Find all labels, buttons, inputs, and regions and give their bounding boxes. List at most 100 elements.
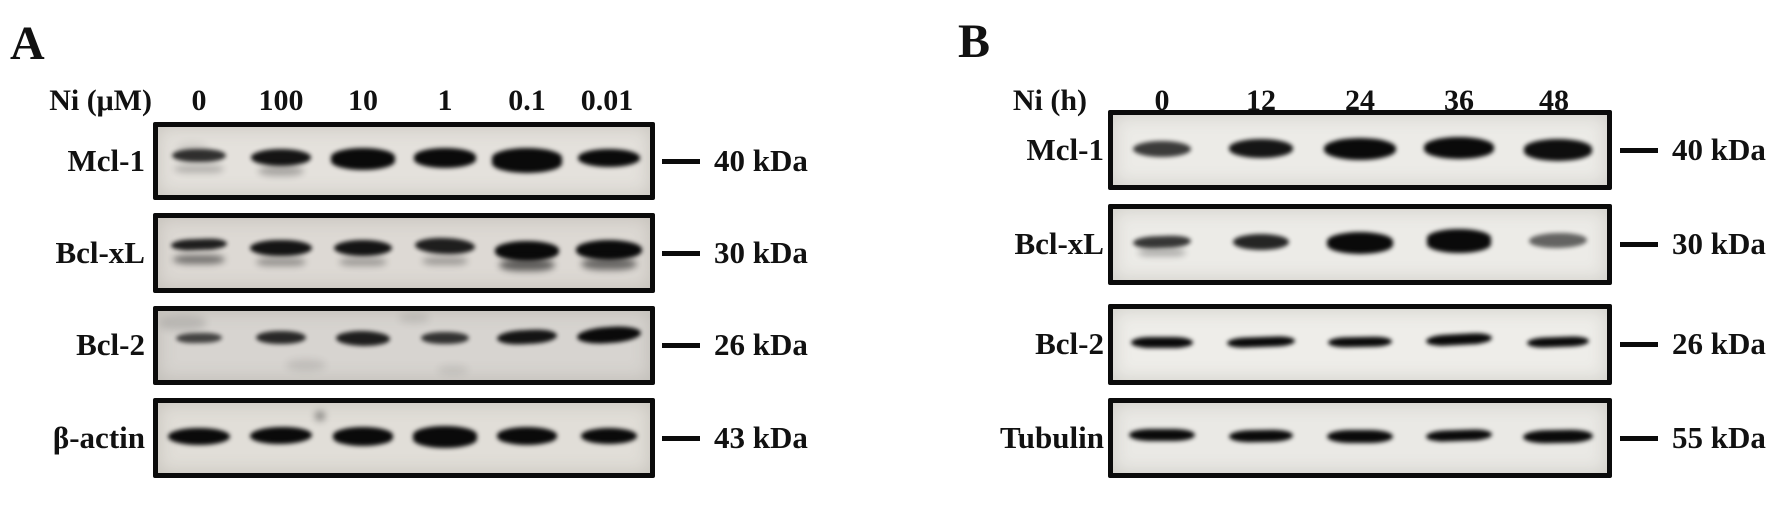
protein-label-mcl1-b: Mcl-1	[1026, 132, 1104, 167]
marker-dash	[662, 159, 700, 164]
blot-band	[256, 331, 306, 344]
blot-band	[334, 240, 392, 256]
protein-label-tubulin-b: Tubulin	[999, 420, 1104, 455]
blot-band	[1425, 428, 1492, 442]
blot-band	[170, 237, 228, 251]
blot-band	[1138, 249, 1187, 256]
blot-band	[495, 241, 559, 261]
blot-box-B-2	[1108, 204, 1612, 285]
blot-band	[1327, 231, 1393, 254]
marker-dash	[662, 251, 700, 256]
blot-band	[438, 364, 469, 375]
blot-band	[1526, 335, 1589, 348]
kda-label-b-3: 26 kDa	[1672, 326, 1766, 361]
panel-a-lane-label-5: 0.1	[508, 84, 546, 117]
blot-box-A-3	[153, 306, 655, 385]
blot-box-A-2	[153, 213, 655, 293]
kda-label-a-4: 43 kDa	[714, 420, 808, 455]
panel-a-label: A	[10, 17, 45, 70]
kda-label-a-1: 40 kDa	[714, 143, 808, 178]
blot-band	[1133, 141, 1192, 157]
blot-band	[578, 149, 640, 167]
blot-band	[1129, 429, 1196, 441]
panel-a-dose-header: Ni (μM)	[49, 84, 152, 117]
blot-band	[168, 427, 230, 445]
marker-dash	[1620, 342, 1658, 347]
blot-band	[175, 332, 223, 343]
blot-band	[331, 148, 395, 170]
blot-band	[492, 147, 562, 173]
blot-band	[251, 148, 311, 166]
blot-band	[256, 258, 306, 266]
blot-band	[421, 331, 469, 344]
blot-band	[1425, 332, 1493, 347]
panel-a-lane-label-1: 0	[191, 84, 207, 117]
blot-band	[1327, 429, 1393, 443]
blot-band	[497, 427, 557, 445]
blot-band	[398, 312, 429, 323]
marker-dash	[1620, 148, 1658, 153]
protein-label-bcl2-a: Bcl-2	[76, 327, 145, 362]
marker-dash	[662, 436, 700, 441]
blot-band	[499, 259, 555, 271]
blot-band	[576, 240, 642, 260]
blot-box-B-4	[1108, 398, 1612, 478]
blot-band	[1522, 428, 1593, 444]
blot-band	[576, 324, 642, 345]
blot-band	[1229, 138, 1294, 158]
blot-band	[333, 426, 393, 446]
blot-band	[1523, 139, 1592, 161]
blot-band	[422, 257, 468, 265]
panel-a-lane-label-6: 0.01	[580, 84, 634, 117]
kda-label-a-3: 26 kDa	[714, 327, 808, 362]
blot-band	[159, 315, 206, 332]
protein-label-mcl1-a: Mcl-1	[67, 143, 145, 178]
blot-band	[1327, 335, 1393, 348]
blot-band	[258, 166, 304, 176]
blot-band	[250, 240, 312, 256]
protein-label-bcl2-b: Bcl-2	[1035, 326, 1104, 361]
blot-band	[172, 148, 226, 162]
blot-box-A-4	[153, 398, 655, 478]
marker-dash	[662, 343, 700, 348]
blot-band	[177, 142, 208, 155]
marker-dash	[1620, 436, 1658, 441]
panel-b-lane-label-1: 0	[1154, 84, 1170, 117]
blot-band	[581, 258, 637, 270]
blot-band	[1233, 233, 1290, 250]
protein-label-bactin-a: β-actin	[52, 420, 145, 455]
blot-box-A-1	[153, 122, 655, 200]
blot-band	[496, 327, 558, 346]
blot-band	[174, 165, 224, 173]
blot-band	[1133, 234, 1192, 249]
blot-band	[1426, 228, 1491, 253]
blot-band	[1423, 137, 1494, 159]
blot-band	[316, 411, 325, 420]
kda-label-b-4: 55 kDa	[1672, 420, 1766, 455]
panel-a-lane-label-3: 10	[348, 84, 378, 117]
blot-band	[339, 258, 387, 266]
blot-band	[1131, 337, 1194, 348]
blot-band	[581, 428, 637, 444]
protein-label-bclxl-a: Bcl-xL	[55, 235, 145, 270]
blot-band	[414, 148, 476, 168]
kda-label-a-2: 30 kDa	[714, 235, 808, 270]
blot-band	[1229, 429, 1294, 443]
blot-box-B-1	[1108, 110, 1612, 190]
kda-label-b-1: 40 kDa	[1672, 132, 1766, 167]
blot-band	[413, 426, 477, 448]
blot-band	[414, 236, 476, 256]
blot-band	[1528, 232, 1587, 249]
panel-b-time-header: Ni (h)	[1012, 84, 1087, 117]
blot-band	[1324, 138, 1396, 160]
blot-band	[335, 330, 391, 347]
panel-a-lane-label-2: 100	[258, 84, 304, 117]
blot-box-B-3	[1108, 304, 1612, 385]
kda-label-b-2: 30 kDa	[1672, 226, 1766, 261]
blot-band	[285, 358, 326, 371]
protein-label-bclxl-b: Bcl-xL	[1014, 226, 1104, 261]
marker-dash	[1620, 242, 1658, 247]
blot-band	[173, 254, 225, 264]
blot-band	[249, 425, 313, 445]
